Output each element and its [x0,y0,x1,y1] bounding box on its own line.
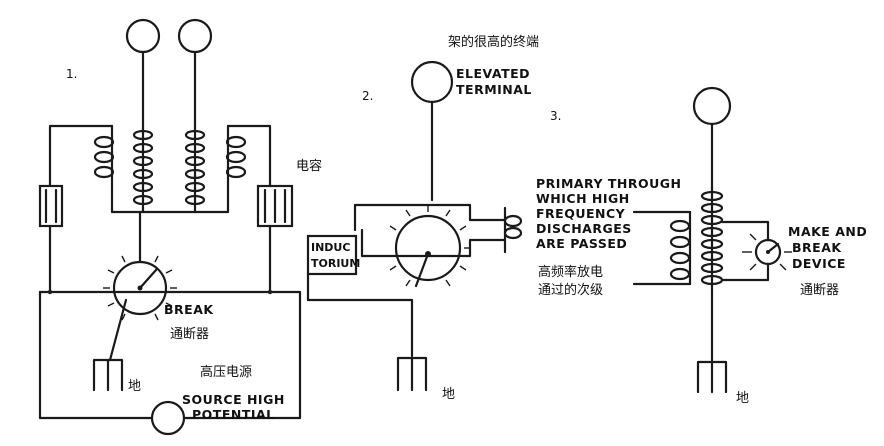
fig3-number: 3. [550,109,561,123]
source-circle [150,400,186,436]
hv-cn-label: 高压电源 [200,364,252,380]
distributor-wheel [389,205,471,288]
terminal-label-line2: TERMINAL [456,82,532,97]
fig1-number: 1. [66,67,77,81]
break-cn-label: 通断器 [170,327,209,342]
secondary-coil-fig3 [700,188,724,292]
primary-label-line4: DISCHARGES [536,221,632,236]
ground-2-label: 地 [442,387,455,402]
break-label: BREAK [164,302,214,317]
ground-3 [696,360,728,394]
primary-cn-line2: 通过的次级 [538,282,603,298]
elevated-terminal-circle [410,60,454,104]
make-break-line3: DEVICE [792,256,846,271]
make-break-line1: MAKE AND [788,224,867,239]
inductorium-box: INDUC TORIUM [306,234,360,276]
primary-label-line1: PRIMARY THROUGH [536,176,682,191]
primary-label-line3: FREQUENCY [536,206,626,221]
source-label-line2: POTENTIAL [192,407,275,422]
secondary-coil-right [184,126,206,214]
inductorium-line2: TORIUM [311,257,360,270]
coil-fig2 [503,206,523,254]
capacitor-label: 电容 [296,158,322,174]
make-break-device [742,233,792,271]
figure-1: 1. 电容 BREAK 通断器 高压电源 SOURCE HIGH POTENTI… [38,18,322,436]
capacitor-right [256,184,294,228]
terminal-circle-left [125,18,161,54]
source-label-line1: SOURCE HIGH [182,392,285,407]
terminal-cn-label: 架的很高的终端 [448,34,539,50]
terminal-circle-fig3 [692,86,732,126]
inductorium-line1: INDUC [311,241,350,254]
ground-1 [92,298,128,392]
make-break-line2: BREAK [792,240,842,255]
capacitor-left [38,184,64,228]
make-break-cn: 通断器 [800,283,839,298]
terminal-label-line1: ELEVATED [456,66,530,81]
primary-coil-right [225,124,247,192]
primary-label-line5: ARE PASSED [536,236,627,251]
primary-label-line2: WHICH HIGH [536,191,630,206]
ground-2 [396,356,428,392]
primary-coil-left [93,124,115,192]
terminal-circle-right [177,18,213,54]
fig2-number: 2. [362,89,373,103]
ground-1-label: 地 [128,379,141,394]
secondary-coil-left [132,126,154,214]
figure-2: INDUC TORIUM 架的很高的终端 ELEVATED TERMINAL 2… [306,34,539,402]
primary-cn-line1: 高频率放电 [538,264,603,280]
primary-coil-fig3 [669,210,692,286]
ground-3-label: 地 [736,391,749,406]
figure-3: 3. PRIMARY THROUGH WHICH HIGH FREQUENCY … [536,86,867,406]
